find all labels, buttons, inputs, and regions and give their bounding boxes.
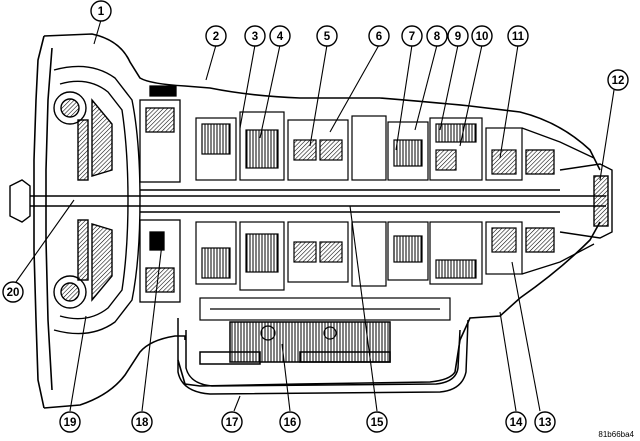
svg-text:12: 12 — [612, 75, 625, 87]
callout-12: 12 — [607, 69, 629, 91]
oil-pump-section — [139, 85, 181, 303]
svg-text:13: 13 — [539, 417, 552, 429]
callout-7: 7 — [401, 25, 423, 47]
figure-reference-code: 81b66ba4 — [598, 430, 634, 439]
svg-text:20: 20 — [7, 287, 20, 299]
oil-pan — [177, 318, 469, 395]
svg-text:8: 8 — [434, 31, 441, 43]
svg-text:4: 4 — [277, 31, 284, 43]
svg-text:10: 10 — [476, 31, 489, 43]
callout-4: 4 — [269, 25, 291, 47]
svg-text:16: 16 — [284, 417, 297, 429]
svg-text:18: 18 — [136, 417, 149, 429]
svg-text:9: 9 — [455, 31, 461, 43]
callout-19: 19 — [59, 411, 81, 433]
svg-text:3: 3 — [252, 31, 258, 43]
main-shaft — [9, 163, 613, 239]
callout-2: 2 — [205, 25, 227, 47]
svg-text:19: 19 — [64, 417, 77, 429]
svg-text:15: 15 — [371, 417, 384, 429]
transmission-housing — [33, 33, 601, 409]
valve-body — [199, 297, 451, 341]
callout-3: 3 — [244, 25, 266, 47]
clutch-and-gearsets — [195, 111, 523, 291]
callout-9: 9 — [447, 25, 469, 47]
callout-14: 14 — [505, 411, 527, 433]
svg-text:11: 11 — [512, 31, 525, 43]
torque-converter — [53, 65, 141, 335]
svg-text:7: 7 — [409, 31, 415, 43]
callout-10: 10 — [471, 25, 493, 47]
callout-5: 5 — [316, 25, 338, 47]
svg-text:6: 6 — [376, 31, 382, 43]
callout-11: 11 — [507, 25, 529, 47]
svg-text:1: 1 — [98, 6, 105, 18]
callout-20: 20 — [2, 281, 24, 303]
callout-6: 6 — [368, 25, 390, 47]
callout-1: 1 — [90, 0, 112, 22]
callout-13: 13 — [534, 411, 556, 433]
extension-housing — [521, 127, 595, 275]
callout-17: 17 — [221, 411, 243, 433]
svg-text:14: 14 — [510, 417, 523, 429]
callout-8: 8 — [426, 25, 448, 47]
leader-lines — [15, 19, 615, 412]
callout-15: 15 — [366, 411, 388, 433]
svg-text:5: 5 — [324, 31, 331, 43]
svg-text:17: 17 — [226, 417, 239, 429]
svg-text:2: 2 — [213, 31, 219, 43]
callout-18: 18 — [131, 411, 153, 433]
callout-16: 16 — [279, 411, 301, 433]
